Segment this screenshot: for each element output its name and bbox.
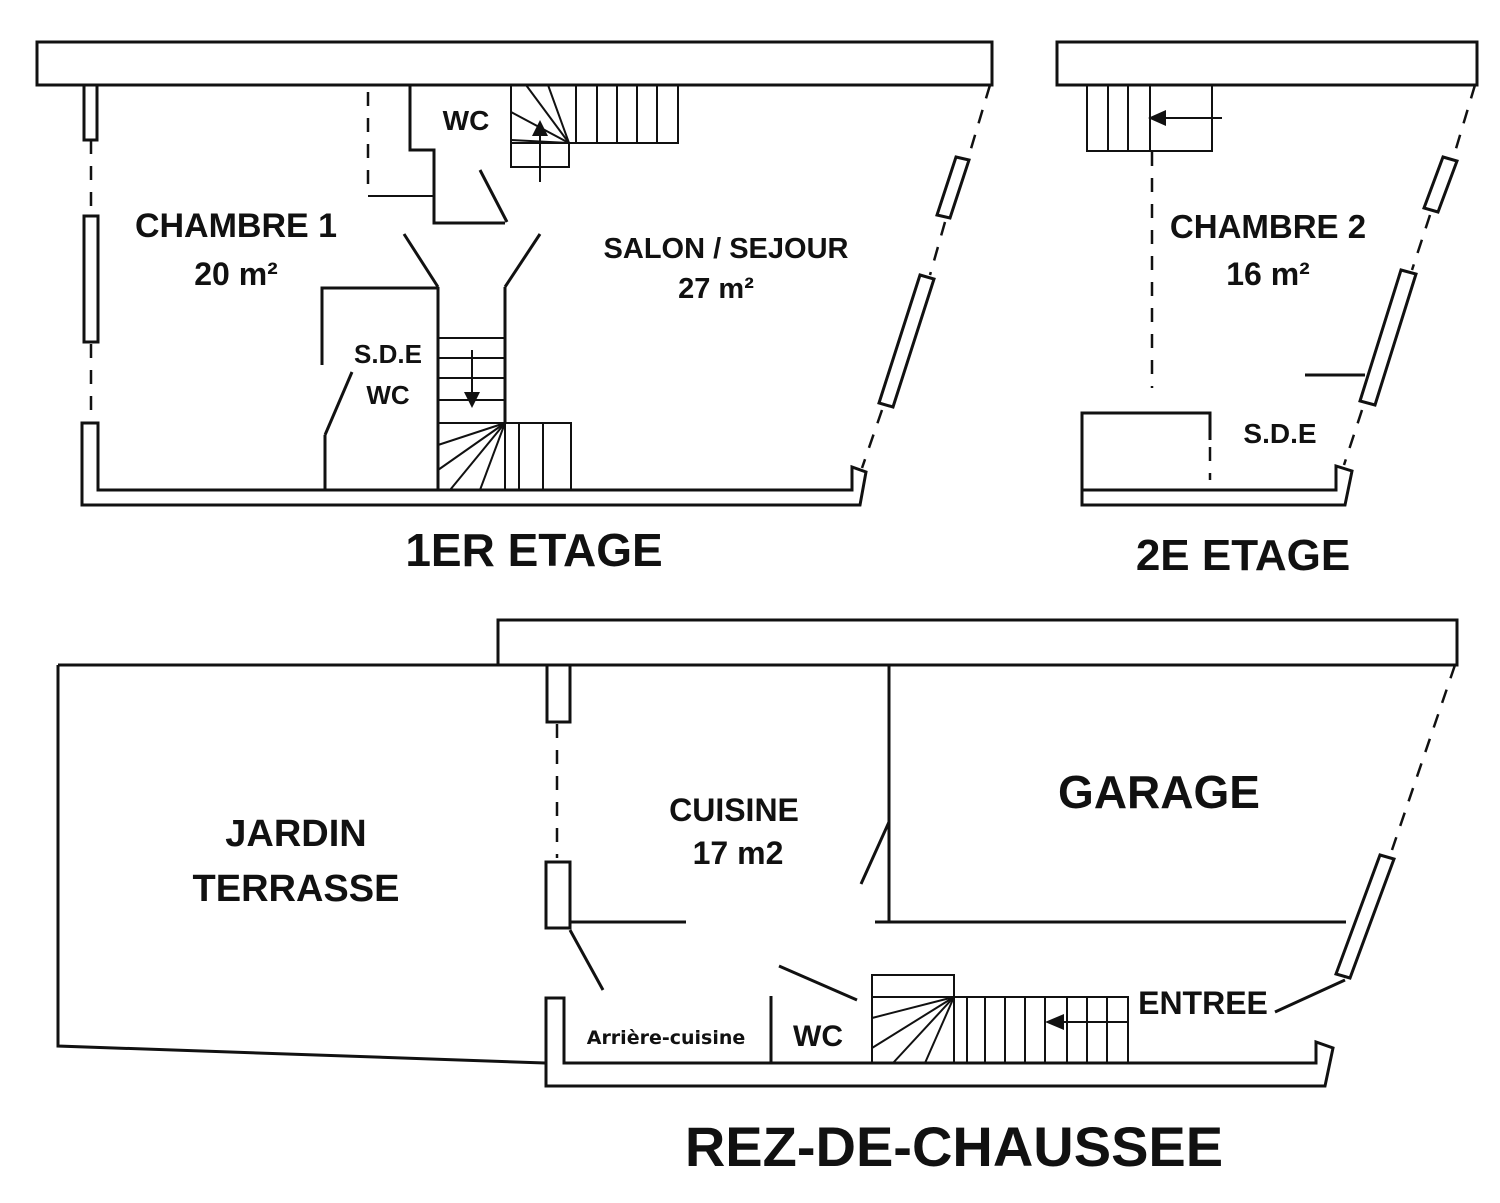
first-floor-sde-wall	[320, 286, 438, 365]
jardin-label: JARDIN	[225, 813, 366, 855]
ground-floor-stairs	[871, 974, 1129, 1064]
ground-floor-right-window	[1334, 853, 1396, 980]
first-floor-right-window-2	[877, 273, 936, 409]
first-floor-plan: CHAMBRE 1 20 m² WC SALON / SEJOUR 27 m² …	[35, 40, 994, 576]
first-floor-left-window	[82, 214, 100, 344]
sde-label: S.D.E	[354, 339, 422, 369]
first-floor-title: 1ER ETAGE	[405, 524, 662, 576]
chambre2-area: 16 m²	[1226, 256, 1310, 292]
ground-floor-plan: JARDIN TERRASSE CUISINE 17 m2 GARAGE ENT…	[56, 618, 1459, 1178]
ground-floor-title: REZ-DE-CHAUSSEE	[685, 1115, 1223, 1178]
second-floor-stairs	[1086, 84, 1222, 152]
sde-wc-label: WC	[366, 380, 410, 410]
terrasse-label: TERRASSE	[193, 868, 400, 910]
salon-area: 27 m²	[678, 273, 754, 305]
ground-floor-left-wall-top	[545, 665, 572, 724]
first-floor-right-window-1	[935, 155, 971, 220]
second-floor-bottom-wall	[1080, 463, 1354, 507]
ground-floor-wc-label: WC	[793, 1020, 843, 1053]
first-floor-left-wall-top	[82, 85, 99, 142]
entree-label: ENTREE	[1138, 985, 1268, 1021]
ground-floor-left-window	[544, 860, 572, 930]
ground-floor-top-wall	[496, 618, 1459, 667]
ground-floor-bottom-wall	[544, 996, 1335, 1088]
second-floor-sde-label: S.D.E	[1243, 418, 1316, 449]
garage-label: GARAGE	[1058, 766, 1260, 818]
second-floor-plan: CHAMBRE 2 16 m² S.D.E 2E ETAGE	[1055, 40, 1479, 580]
first-floor-bottom-wall	[80, 421, 868, 507]
salon-name: SALON / SEJOUR	[604, 233, 849, 265]
second-floor-right-window-1	[1422, 155, 1459, 214]
arriere-cuisine-label: Arrière-cuisine	[587, 1027, 746, 1049]
second-floor-sde-wall	[1080, 411, 1212, 493]
cuisine-name: CUISINE	[669, 792, 799, 828]
chambre2-name: CHAMBRE 2	[1170, 208, 1366, 245]
chambre1-name: CHAMBRE 1	[135, 207, 337, 245]
first-floor-wc-label: WC	[443, 105, 490, 136]
second-floor-top-wall	[1055, 40, 1479, 87]
second-floor-right-window-2	[1358, 268, 1418, 407]
cuisine-area: 17 m2	[693, 835, 784, 871]
first-floor-bottom-stairs	[437, 337, 572, 491]
jardin-boundary	[56, 663, 546, 1065]
first-floor-top-stairs	[510, 84, 679, 182]
first-floor-top-wall	[35, 40, 994, 87]
first-floor-wc-wall	[408, 85, 505, 225]
second-floor-title: 2E ETAGE	[1136, 531, 1350, 580]
chambre1-area: 20 m²	[194, 256, 278, 292]
